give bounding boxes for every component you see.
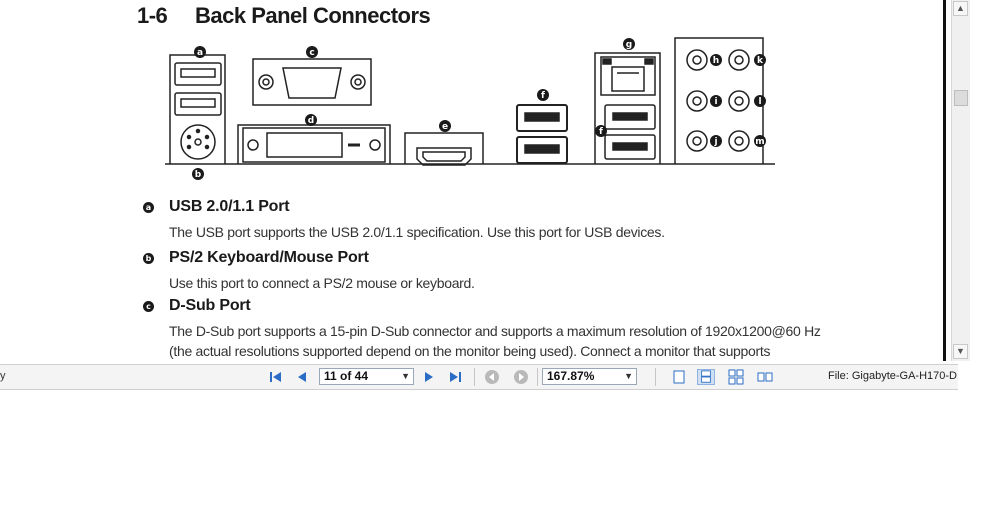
continuous-view-icon[interactable] — [697, 369, 715, 385]
marker-g: g — [626, 40, 632, 50]
description-line: The D-Sub port supports a 15-pin D-Sub c… — [169, 323, 821, 339]
first-page-icon[interactable] — [268, 369, 284, 385]
section-number: 1-6 — [137, 3, 168, 28]
marker-h: h — [713, 56, 719, 66]
page-number-select[interactable]: 11 of 44 ▼ — [319, 368, 414, 385]
toolbar-separator — [537, 368, 538, 386]
toolbar-separator — [655, 368, 656, 386]
marker-f2: f — [599, 127, 603, 137]
description-line: (the actual resolutions supported depend… — [169, 343, 771, 359]
item-description: The D-Sub port supports a 15-pin D-Sub c… — [169, 321, 821, 361]
file-name: File: Gigabyte-GA-H170-D — [828, 370, 957, 382]
single-page-view-icon[interactable] — [670, 369, 688, 385]
forward-icon[interactable] — [513, 369, 529, 385]
status-bar: y 11 of 44 ▼ 167.87% ▼ File: Gigabyt — [0, 364, 958, 390]
scroll-up-icon[interactable]: ▲ — [953, 1, 968, 16]
right-margin — [970, 0, 1000, 361]
page-edge — [943, 0, 946, 361]
chevron-down-icon[interactable]: ▼ — [401, 371, 410, 381]
marker-j: j — [713, 137, 717, 147]
next-page-icon[interactable] — [421, 369, 437, 385]
marker-b: b — [195, 170, 202, 180]
description-line: Use this port to connect a PS/2 mouse or… — [169, 275, 475, 291]
item-description: Use this port to connect a PS/2 mouse or… — [169, 273, 475, 293]
zoom-select[interactable]: 167.87% ▼ — [542, 368, 637, 385]
marker-k: k — [757, 56, 764, 66]
marker-e: e — [442, 122, 448, 132]
scroll-down-icon[interactable]: ▼ — [953, 344, 968, 359]
zoom-value: 167.87% — [547, 369, 595, 383]
prev-page-icon[interactable] — [294, 369, 310, 385]
facing-view-icon[interactable] — [727, 369, 745, 385]
marker-i: i — [714, 97, 717, 107]
bullet-marker: b — [143, 253, 154, 264]
marker-d: d — [308, 116, 314, 126]
item-title: USB 2.0/1.1 Port — [169, 198, 290, 215]
bullet-marker: c — [143, 301, 154, 312]
item-title: PS/2 Keyboard/Mouse Port — [169, 249, 369, 266]
marker-f: f — [541, 91, 545, 101]
back-icon[interactable] — [484, 369, 500, 385]
scrollbar-thumb[interactable] — [954, 90, 968, 106]
marker-l: l — [758, 97, 761, 107]
marker-m: m — [755, 137, 764, 147]
description-line: The USB port supports the USB 2.0/1.1 sp… — [169, 224, 665, 240]
section-title: Back Panel Connectors — [195, 3, 431, 28]
document-page: 1-6 Back Panel Connectors — [137, 3, 821, 361]
marker-c: c — [309, 48, 314, 58]
section-heading: 1-6 Back Panel Connectors — [137, 3, 431, 29]
page-number-value: 11 of 44 — [324, 369, 369, 383]
status-text: y — [0, 370, 6, 382]
back-panel-diagram: a b c d e f f g h i j k l m — [165, 37, 775, 180]
bullet-marker: a — [143, 202, 154, 213]
item-title: D-Sub Port — [169, 297, 251, 314]
toolbar-separator — [474, 368, 475, 386]
vertical-scrollbar[interactable]: ▲ ▼ — [951, 0, 970, 361]
last-page-icon[interactable] — [447, 369, 463, 385]
item-description: The USB port supports the USB 2.0/1.1 sp… — [169, 222, 665, 242]
continuous-facing-view-icon[interactable] — [756, 369, 774, 385]
chevron-down-icon[interactable]: ▼ — [624, 371, 633, 381]
marker-a: a — [197, 48, 203, 58]
